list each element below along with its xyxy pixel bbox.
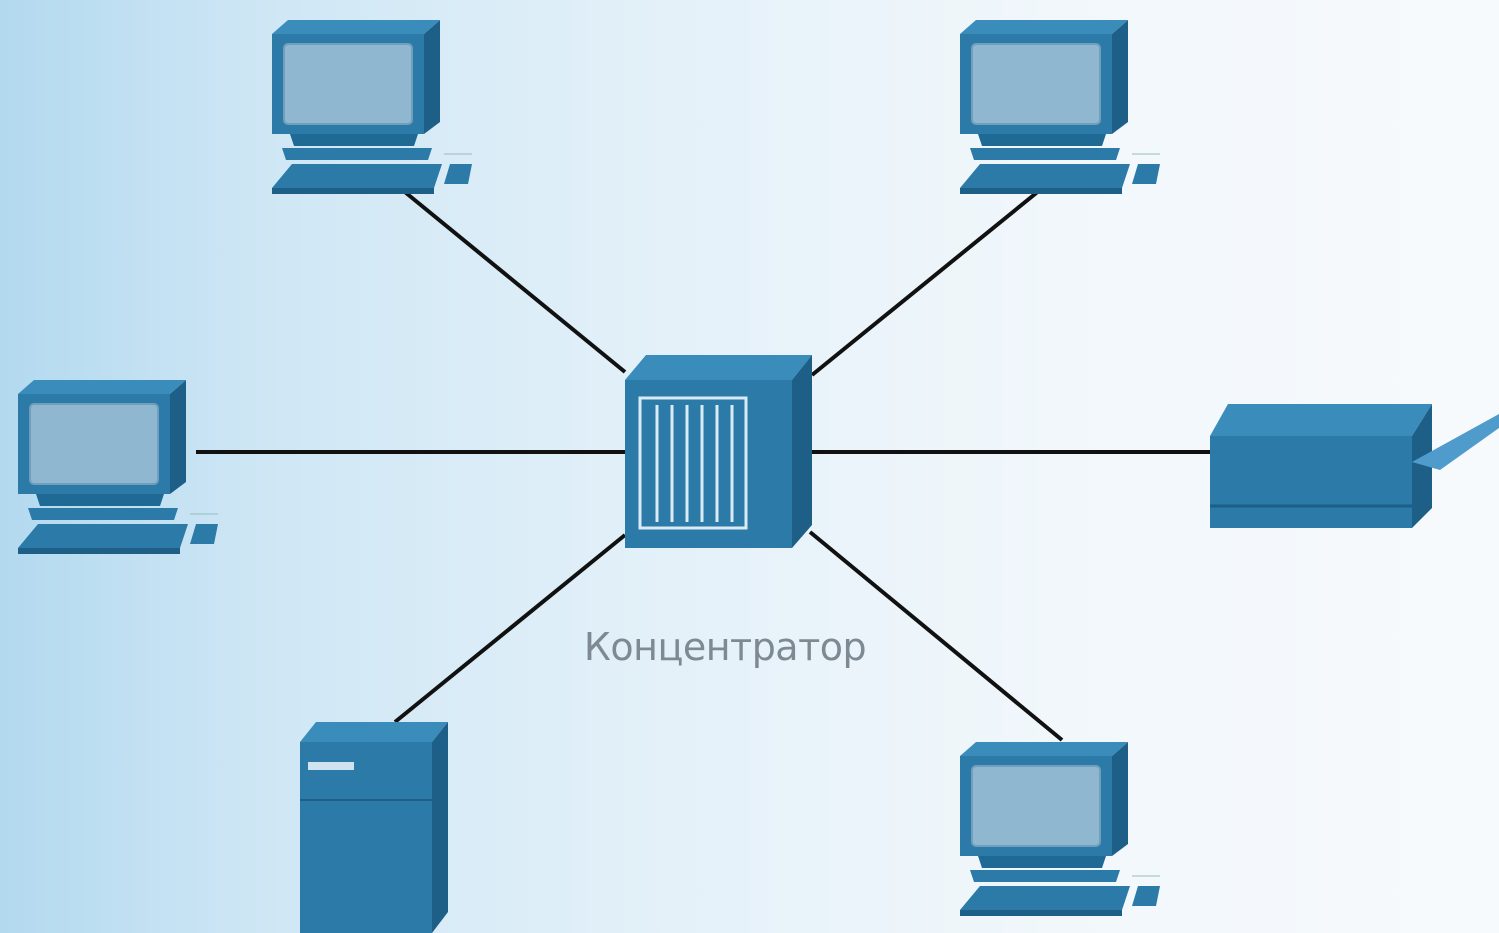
workstation-icon <box>959 19 1161 195</box>
printer-icon <box>1210 404 1499 528</box>
link-server <box>393 533 627 724</box>
hub-icon <box>625 355 812 548</box>
server-icon <box>300 722 448 933</box>
links <box>196 186 1212 742</box>
workstation-icon <box>17 379 219 555</box>
link-pc-top-right <box>810 188 1042 377</box>
hub-label: Концентратор <box>583 625 867 669</box>
link-pc-bottom-right <box>808 530 1064 742</box>
link-pc-top-left <box>398 186 627 374</box>
workstation-icon <box>959 741 1161 917</box>
workstation-icon <box>271 19 473 195</box>
